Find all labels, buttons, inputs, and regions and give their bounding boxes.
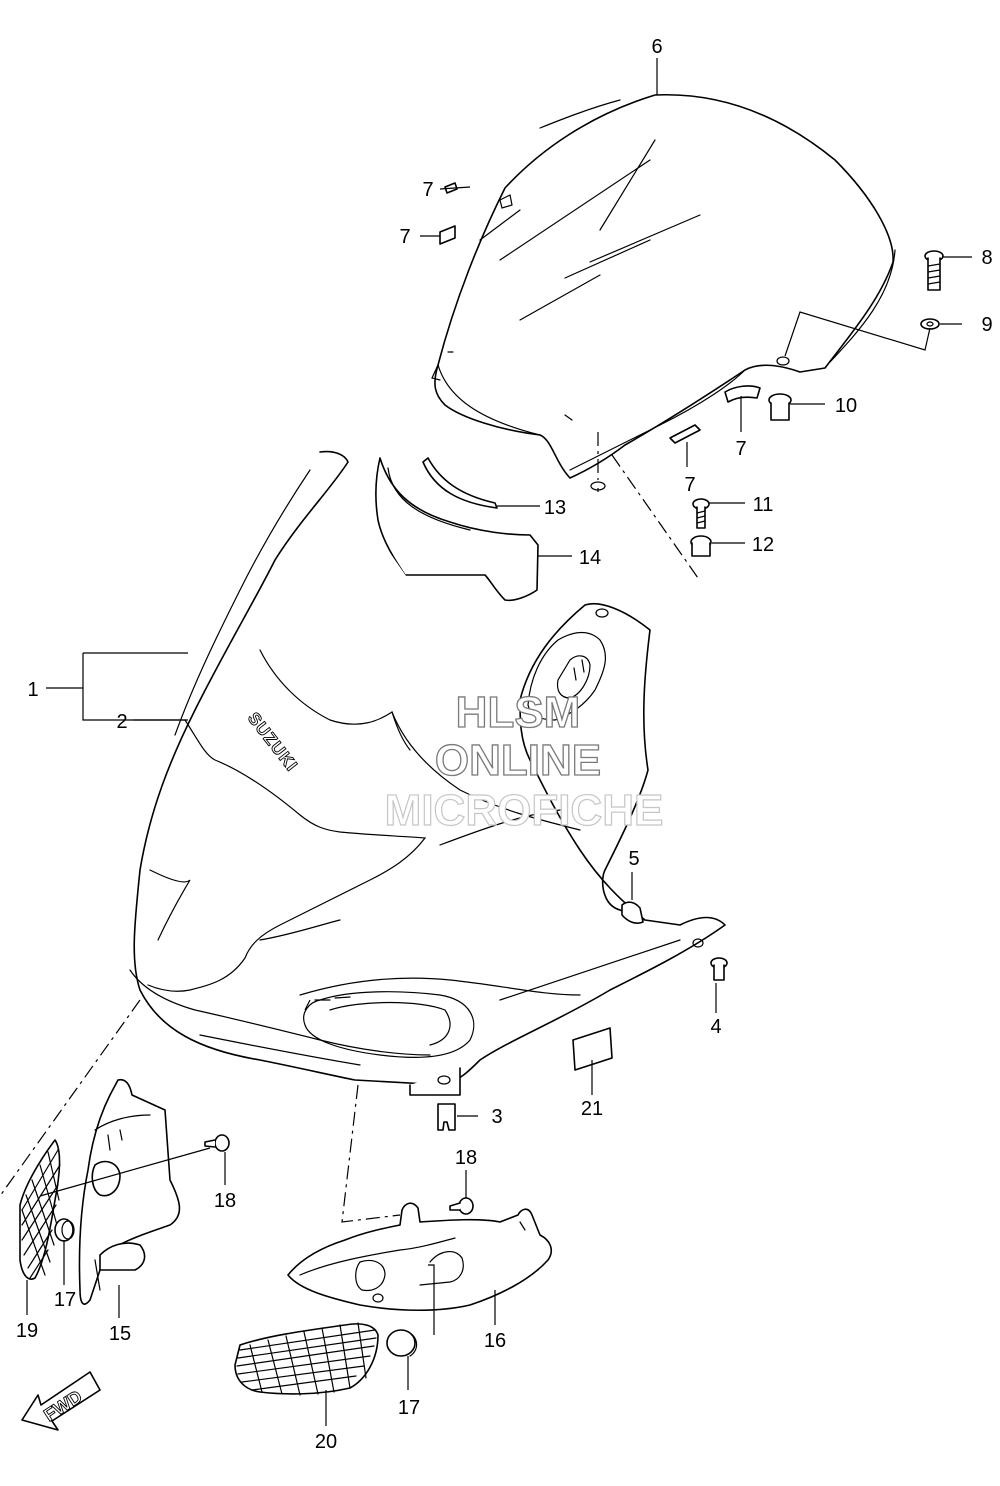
lower-duct-part-16	[287, 1202, 552, 1312]
callout-9: 9	[981, 314, 992, 336]
callout-20: 20	[315, 1431, 337, 1453]
callout-11: 11	[753, 494, 774, 516]
windscreen-part-6	[431, 93, 896, 491]
watermark: HLSM ONLINE MICROFICHE	[384, 687, 664, 835]
mesh-part-19	[19, 1139, 61, 1280]
callout-3: 3	[491, 1106, 502, 1128]
screw-part-4	[710, 957, 728, 981]
inner-panel-part-15	[78, 1078, 181, 1305]
callout-8: 8	[981, 247, 992, 269]
tape-part-7	[439, 182, 761, 444]
callout-1: 1	[27, 679, 38, 701]
screws-part-18	[204, 1134, 474, 1215]
callout-labels: 6 7 7 8 9 10 7 7 11 12 13 14 1 2 5 4 21 …	[16, 36, 993, 1453]
callout-7-d: 7	[684, 474, 695, 496]
callout-7-b: 7	[399, 226, 410, 248]
callout-18-b: 18	[455, 1147, 477, 1169]
grommet-part-17-left	[54, 1218, 75, 1242]
cowling-part-1	[129, 450, 726, 1096]
label-part-21	[572, 1027, 613, 1071]
callout-7-a: 7	[422, 179, 433, 201]
fwd-arrow-icon: FWD	[21, 1371, 101, 1431]
nut-part-3	[437, 1103, 456, 1131]
callout-17-b: 17	[398, 1397, 420, 1419]
callout-21: 21	[581, 1098, 603, 1120]
inner-cover-parts	[375, 457, 539, 602]
callout-16: 16	[484, 1330, 506, 1352]
callout-2: 2	[116, 711, 127, 733]
callout-17-a: 17	[54, 1289, 76, 1311]
grommet-part-17-right	[386, 1329, 418, 1357]
callout-13: 13	[544, 497, 566, 519]
leader-lines	[26, 58, 972, 1426]
screws-windscreen	[690, 250, 944, 557]
assembly-lines	[0, 432, 699, 1223]
watermark-line1: HLSM	[456, 688, 581, 737]
callout-6: 6	[651, 36, 662, 58]
callout-15: 15	[109, 1323, 131, 1345]
callout-14: 14	[579, 547, 601, 569]
callout-12: 12	[752, 534, 774, 556]
watermark-line2: ONLINE	[435, 736, 601, 785]
callout-18-a: 18	[214, 1190, 236, 1212]
callout-19: 19	[16, 1320, 38, 1342]
mesh-part-20	[234, 1322, 379, 1396]
callout-5: 5	[628, 848, 639, 870]
callout-10: 10	[835, 395, 857, 417]
watermark-line3: MICROFICHE	[385, 786, 664, 835]
callout-4: 4	[710, 1016, 721, 1038]
callout-7-c: 7	[735, 438, 746, 460]
clip-part-5	[621, 901, 644, 924]
